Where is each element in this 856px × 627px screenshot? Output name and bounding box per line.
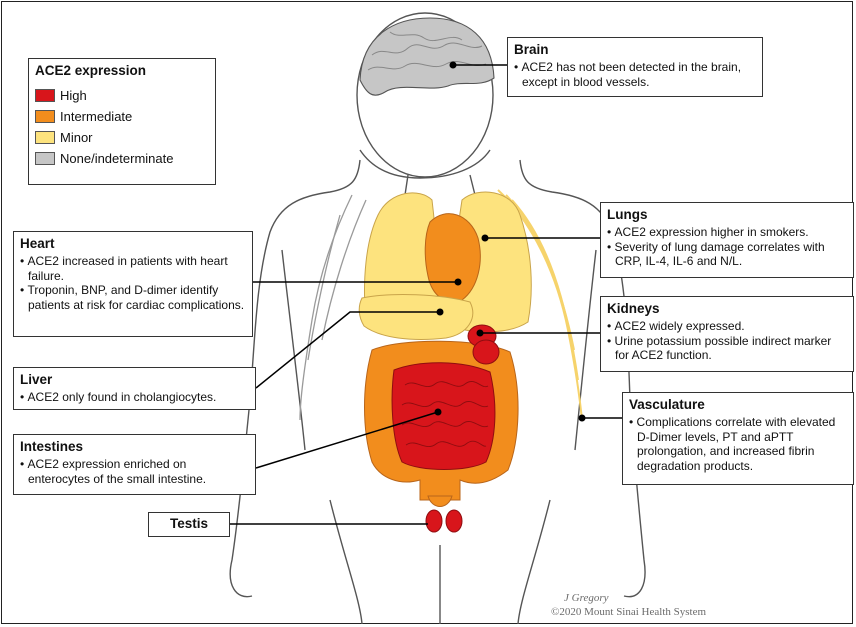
artist-signature: J Gregory bbox=[564, 592, 609, 604]
testis-left bbox=[426, 510, 442, 532]
brain-bullet-1: ACE2 has not been detected in the brain,… bbox=[514, 60, 755, 89]
testis-title: Testis bbox=[153, 516, 225, 532]
small-intestine bbox=[392, 363, 495, 470]
legend-title: ACE2 expression bbox=[35, 63, 208, 79]
kidneys-bullet-2: Urine potassium possible indirect marker… bbox=[607, 334, 846, 363]
lungs-bullet-2: Severity of lung damage correlates with … bbox=[607, 240, 846, 269]
legend-label-none: None/indeterminate bbox=[60, 151, 173, 166]
legend-swatch-high bbox=[35, 89, 55, 102]
liver-title: Liver bbox=[20, 372, 248, 388]
intestines-title: Intestines bbox=[20, 439, 248, 455]
heart-shape bbox=[425, 214, 480, 302]
lungs-title: Lungs bbox=[607, 207, 846, 223]
legend-label-minor: Minor bbox=[60, 130, 93, 145]
vasculature-title: Vasculature bbox=[629, 397, 846, 413]
ace2-legend: ACE2 expression High Intermediate Minor … bbox=[28, 58, 216, 185]
brain-callout: Brain ACE2 has not been detected in the … bbox=[507, 37, 763, 97]
vasculature-callout: Vasculature Complications correlate with… bbox=[622, 392, 854, 485]
brain-title: Brain bbox=[514, 42, 755, 58]
legend-label-high: High bbox=[60, 88, 87, 103]
left-arm-vessels bbox=[300, 195, 366, 420]
legend-swatch-minor bbox=[35, 131, 55, 144]
lungs-bullet-1: ACE2 expression higher in smokers. bbox=[607, 225, 846, 240]
liver-bullet-1: ACE2 only found in cholangiocytes. bbox=[20, 390, 248, 405]
legend-item-high: High bbox=[35, 85, 208, 106]
legend-swatch-none bbox=[35, 152, 55, 165]
heart-bullet-1: ACE2 increased in patients with heart fa… bbox=[20, 254, 245, 283]
intestines-bullet-1: ACE2 expression enriched on enterocytes … bbox=[20, 457, 248, 486]
legend-item-none: None/indeterminate bbox=[35, 148, 208, 169]
testis-callout: Testis bbox=[148, 512, 230, 537]
kidneys-callout: Kidneys ACE2 widely expressed. Urine pot… bbox=[600, 296, 854, 372]
legend-item-intermediate: Intermediate bbox=[35, 106, 208, 127]
rectum-shape bbox=[428, 496, 452, 507]
liver-shape bbox=[359, 295, 473, 340]
legend-label-intermediate: Intermediate bbox=[60, 109, 132, 124]
intestines-callout: Intestines ACE2 expression enriched on e… bbox=[13, 434, 256, 495]
liver-callout: Liver ACE2 only found in cholangiocytes. bbox=[13, 367, 256, 410]
legend-swatch-intermediate bbox=[35, 110, 55, 123]
copyright-notice: ©2020 Mount Sinai Health System bbox=[551, 606, 706, 618]
heart-callout: Heart ACE2 increased in patients with he… bbox=[13, 231, 253, 337]
vasculature-bullet-1: Complications correlate with elevated D-… bbox=[629, 415, 846, 473]
kidneys-title: Kidneys bbox=[607, 301, 846, 317]
testis-right bbox=[446, 510, 462, 532]
kidney-lower bbox=[473, 340, 499, 364]
brain-shape bbox=[360, 18, 494, 95]
heart-bullet-2: Troponin, BNP, and D-dimer identify pati… bbox=[20, 283, 245, 312]
kidneys-bullet-1: ACE2 widely expressed. bbox=[607, 319, 846, 334]
legend-item-minor: Minor bbox=[35, 127, 208, 148]
heart-title: Heart bbox=[20, 236, 245, 252]
lungs-callout: Lungs ACE2 expression higher in smokers.… bbox=[600, 202, 854, 278]
